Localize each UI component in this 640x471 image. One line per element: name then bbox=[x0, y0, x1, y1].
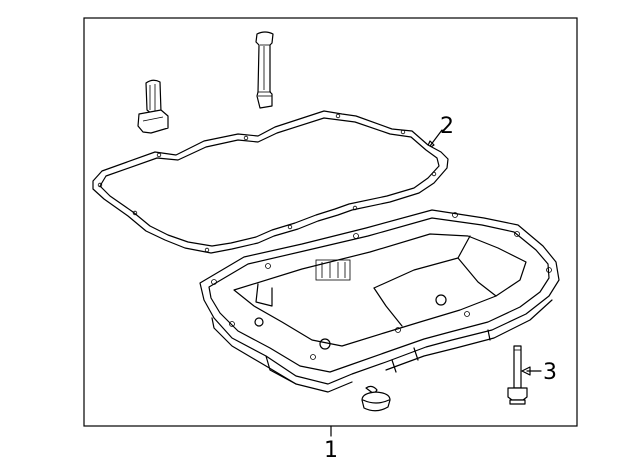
callout-1-label: 1 bbox=[324, 438, 338, 463]
callout-2[interactable]: 2 bbox=[425, 114, 454, 151]
callout-3[interactable]: 3 bbox=[521, 360, 557, 385]
callout-2-label: 2 bbox=[440, 114, 454, 139]
fill-tube-part[interactable] bbox=[255, 31, 274, 109]
drain-plug-part[interactable] bbox=[361, 385, 391, 412]
bolt-part[interactable] bbox=[507, 345, 528, 405]
gasket-part[interactable] bbox=[92, 110, 449, 254]
oil-pan-part[interactable] bbox=[199, 209, 560, 393]
callout-3-label: 3 bbox=[543, 360, 557, 385]
sensor-plug-part[interactable] bbox=[137, 79, 169, 134]
callout-1[interactable]: 1 bbox=[324, 425, 338, 463]
